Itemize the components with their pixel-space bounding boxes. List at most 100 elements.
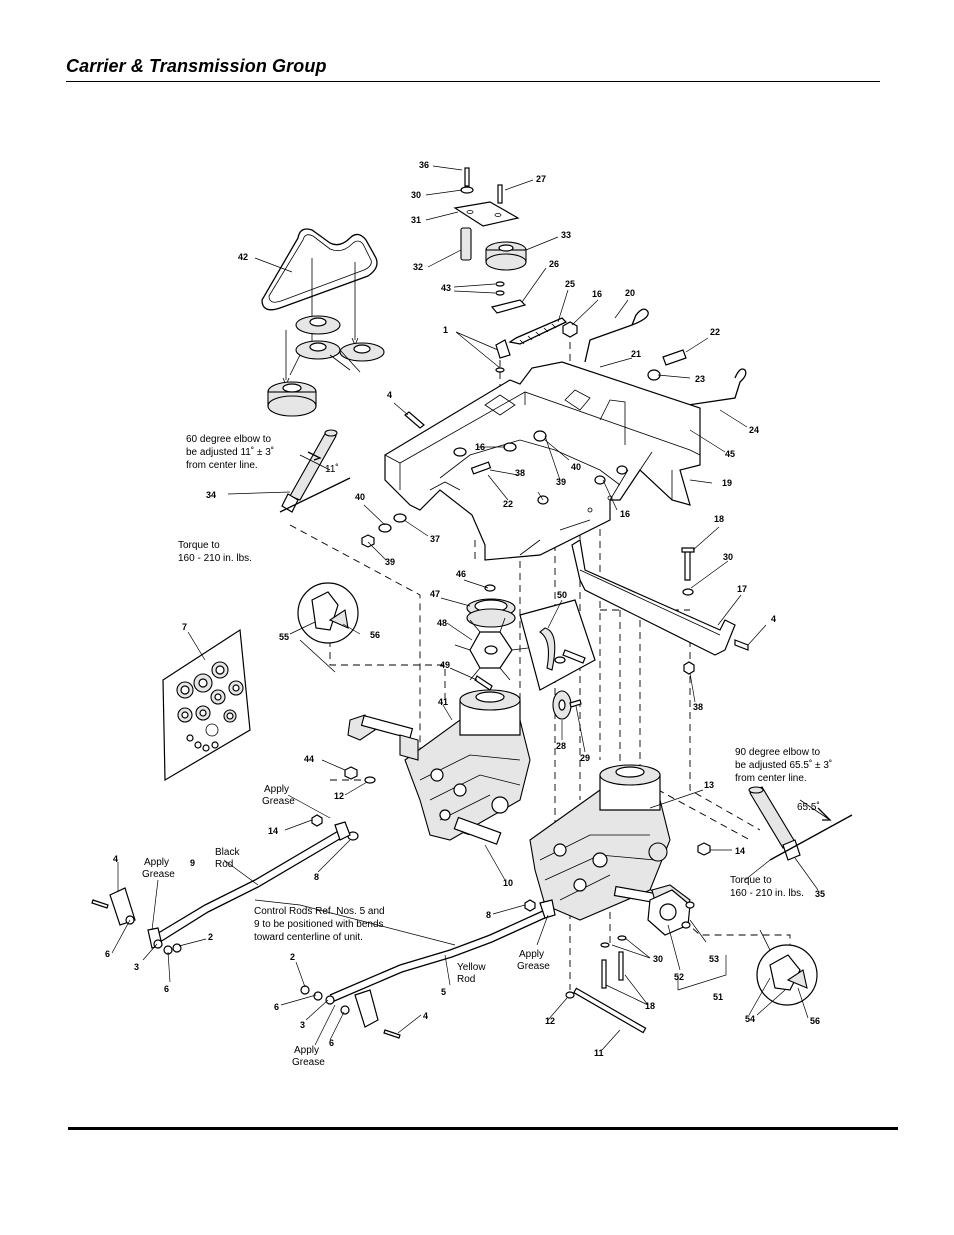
leader-lines: [111, 165, 819, 1051]
callout-6: 6: [105, 949, 110, 959]
callout-47: 47: [430, 589, 440, 599]
callout-28: 28: [556, 741, 566, 751]
apply-grease-top-line1: Apply: [264, 784, 289, 795]
inset-bypass-detail: [519, 599, 596, 691]
callout-45: 45: [725, 449, 735, 459]
callout-37: 37: [430, 534, 440, 544]
callout-40-left: 40: [355, 492, 365, 502]
callout-12: 12: [334, 791, 344, 801]
callout-17: 17: [737, 584, 747, 594]
callout-46: 46: [456, 569, 466, 579]
callout-56: 56: [370, 630, 380, 640]
callout-4: 4: [387, 390, 392, 400]
callout-40: 40: [571, 462, 581, 472]
callout-6-lower: 6: [329, 1038, 334, 1048]
callout-39: 39: [556, 477, 566, 487]
torque-left-line1: Torque to: [178, 540, 220, 551]
elbow60-note-line1: 60 degree elbow to: [186, 434, 272, 445]
callout-18: 18: [714, 514, 724, 524]
callout-44: 44: [304, 754, 314, 764]
angle-11-label: 11˚: [325, 463, 339, 475]
callout-16: 16: [592, 289, 602, 299]
callout-30: 30: [411, 190, 421, 200]
drive-belt: [261, 228, 378, 387]
callout-4-bottom: 4: [423, 1011, 428, 1021]
callout-16-center: 16: [475, 442, 485, 452]
page-title: Carrier & Transmission Group: [66, 56, 327, 76]
callout-25: 25: [565, 279, 575, 289]
black-rod-line1: Black: [215, 847, 240, 858]
callout-6-left: 6: [164, 984, 169, 994]
control-rods-note-line1: Control Rods Ref. Nos. 5 and: [254, 906, 385, 917]
callout-2: 2: [208, 932, 213, 942]
callout-10: 10: [503, 878, 513, 888]
idler-stack: [453, 167, 578, 373]
callout-5: 5: [441, 987, 446, 997]
callout-2-bottom: 2: [290, 952, 295, 962]
left-transmission: [347, 689, 531, 841]
callout-9: 9: [190, 858, 195, 868]
apply-grease-left-line2: Grease: [142, 869, 175, 880]
callout-56-bottom: 56: [810, 1016, 820, 1026]
bracket: [571, 539, 749, 675]
callout-18-bottom: 18: [645, 1001, 655, 1011]
callout-11: 11: [594, 1048, 604, 1058]
callout-30-right: 30: [723, 552, 733, 562]
apply-grease-bottom-line1: Apply: [294, 1045, 319, 1056]
carrier-frame: [384, 361, 701, 561]
inset-circle-top: [297, 582, 359, 673]
elbow60-note-line3: from center line.: [186, 460, 258, 471]
callout-6-bottom: 6: [274, 1002, 279, 1012]
callout-4-left: 4: [113, 854, 118, 864]
callout-14: 14: [268, 826, 278, 836]
header-rule: [66, 81, 880, 82]
elbow60-note-line2: be adjusted 11˚ ± 3˚: [186, 446, 274, 458]
callout-3-bottom: 3: [300, 1020, 305, 1030]
callout-48: 48: [437, 618, 447, 628]
black-rod-line2: Rod: [215, 859, 233, 870]
callout-13: 13: [704, 780, 714, 790]
yellow-rod-line2: Rod: [457, 974, 475, 985]
gear-disc: [552, 690, 582, 720]
callout-22: 22: [710, 327, 720, 337]
callout-38-right: 38: [693, 702, 703, 712]
elbow-fitting-60: [279, 429, 351, 513]
callout-53: 53: [709, 954, 719, 964]
callout-31: 31: [411, 215, 421, 225]
callout-23: 23: [695, 374, 705, 384]
callout-26: 26: [549, 259, 559, 269]
angle-655-label: 65.5˚: [797, 801, 820, 813]
control-rods-note-line3: toward centerline of unit.: [254, 932, 363, 943]
elbow90-note-line1: 90 degree elbow to: [735, 747, 821, 758]
callout-36: 36: [419, 160, 429, 170]
yellow-rod-line1: Yellow: [457, 962, 486, 973]
right-transmission: [529, 764, 711, 921]
apply-grease-bottom-line2: Grease: [292, 1057, 325, 1068]
callout-39-left: 39: [385, 557, 395, 567]
callout-24: 24: [749, 425, 759, 435]
callout-41: 41: [438, 697, 448, 707]
torque-left-line2: 160 - 210 in. lbs.: [178, 553, 252, 564]
callout-43: 43: [441, 283, 451, 293]
callout-42: 42: [238, 252, 248, 262]
callout-8: 8: [314, 872, 319, 882]
elbow90-note-line3: from center line.: [735, 773, 807, 784]
callout-52: 52: [674, 972, 684, 982]
apply-grease-mid-line2: Grease: [517, 961, 550, 972]
callout-8-center: 8: [486, 910, 491, 920]
callout-34: 34: [206, 490, 216, 500]
belt-pulleys: [267, 315, 385, 417]
elbow-fitting-90: [748, 786, 853, 861]
callout-21: 21: [631, 349, 641, 359]
callout-20: 20: [625, 288, 635, 298]
frame-fasteners: [361, 411, 425, 548]
callout-50: 50: [557, 590, 567, 600]
inset-circle-bottom: [756, 929, 818, 1006]
control-rods: [91, 821, 556, 1039]
callout-19: 19: [722, 478, 732, 488]
seal-kit-card: [162, 628, 251, 782]
left-trans-fasteners: [311, 766, 502, 845]
apply-grease-left-line1: Apply: [144, 857, 169, 868]
callout-33: 33: [561, 230, 571, 240]
torque-right-line2: 160 - 210 in. lbs.: [730, 888, 804, 899]
